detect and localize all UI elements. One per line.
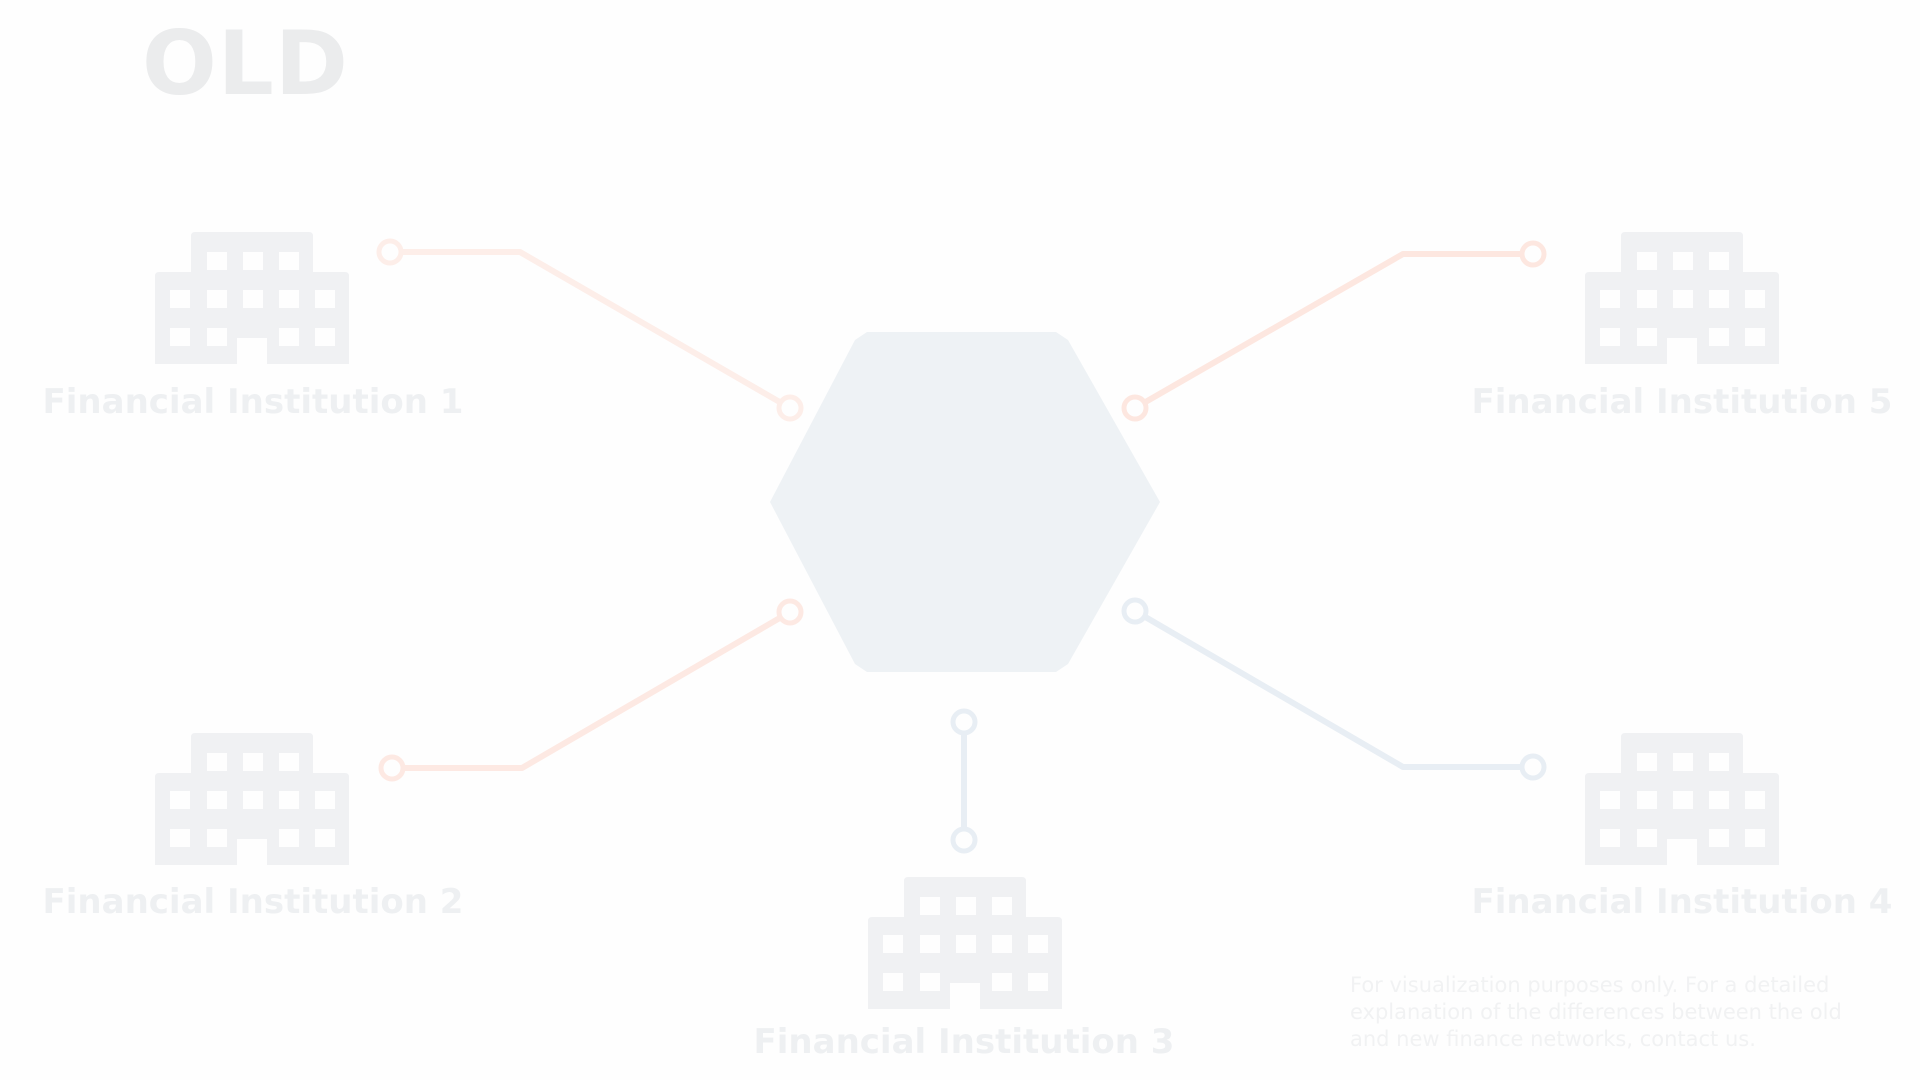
node-1a — [376, 238, 404, 266]
building-icon-4 — [1585, 733, 1779, 865]
connector-2 — [392, 609, 792, 771]
node-3b — [950, 826, 978, 854]
page-title: OLD — [142, 12, 349, 115]
node-2b — [776, 598, 804, 626]
institution-label-1: Financial Institution 1 — [42, 382, 464, 422]
institution-label-2: Financial Institution 2 — [42, 882, 464, 922]
institution-label-4: Financial Institution 4 — [1471, 882, 1893, 922]
node-1b — [776, 394, 804, 422]
node-2a — [378, 754, 406, 782]
connector-5 — [1133, 251, 1533, 411]
institution-label-5: Financial Institution 5 — [1471, 382, 1893, 422]
building-icon-5 — [1585, 232, 1779, 364]
building-icon-2 — [155, 733, 349, 865]
node-5a — [1121, 394, 1149, 422]
connector-4 — [1133, 608, 1533, 770]
node-4a — [1121, 597, 1149, 625]
institution-label-3: Financial Institution 3 — [753, 1022, 1175, 1062]
connector-1 — [390, 249, 792, 411]
building-icon-1 — [155, 232, 349, 364]
central-hub — [770, 332, 1160, 672]
node-4b — [1519, 753, 1547, 781]
building-icon-3 — [868, 877, 1062, 1009]
disclaimer-note: For visualization purposes only. For a d… — [1350, 973, 1842, 1051]
node-3a — [950, 708, 978, 736]
node-5b — [1519, 240, 1547, 268]
